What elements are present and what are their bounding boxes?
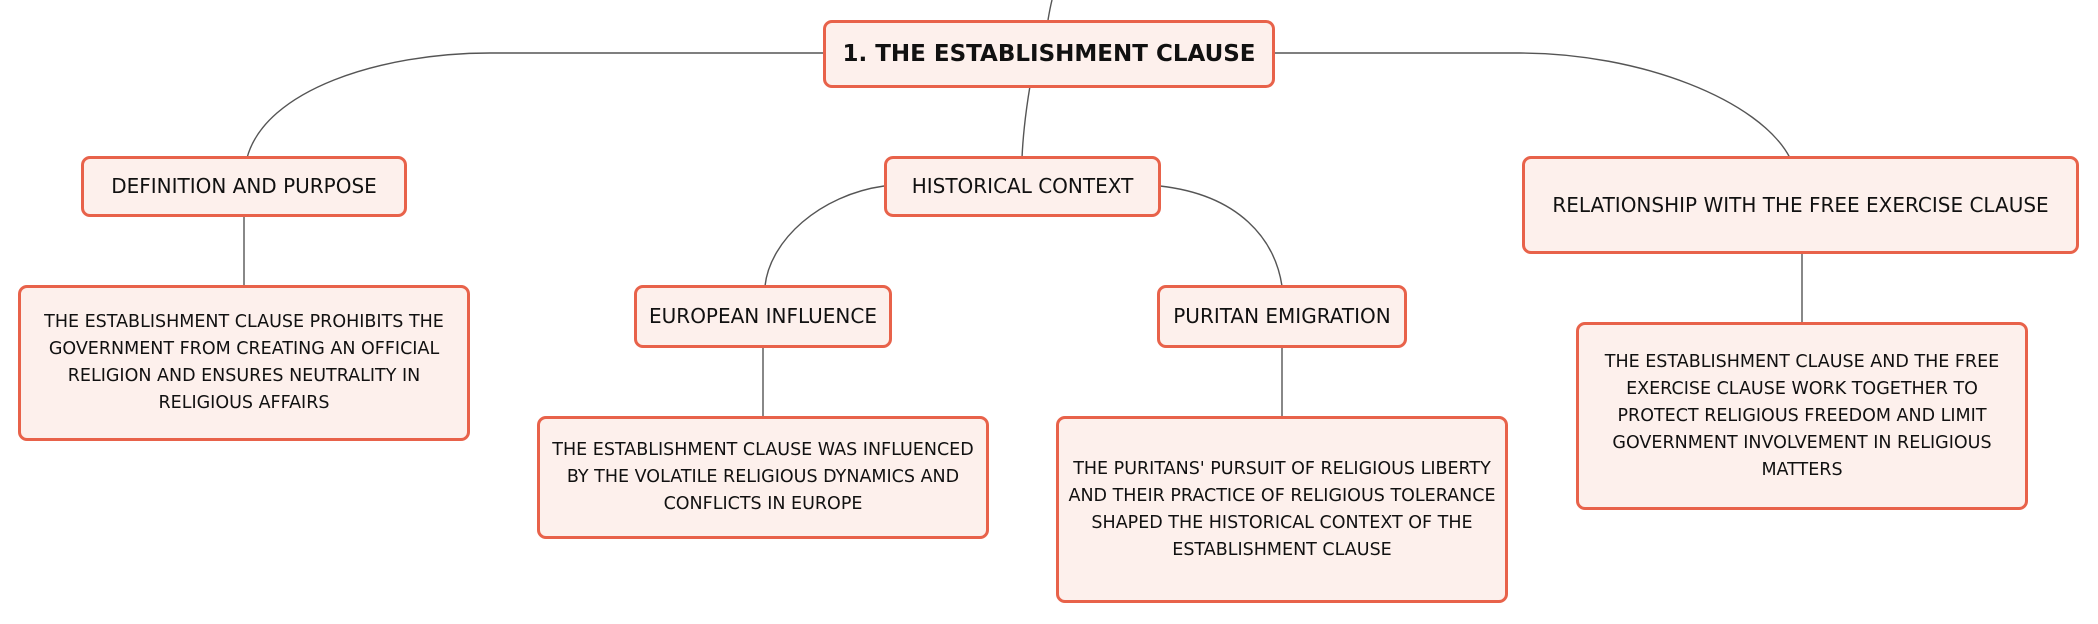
detail-european[interactable]: THE ESTABLISHMENT CLAUSE WAS INFLUENCED … [537, 416, 989, 539]
topic-historical-context[interactable]: HISTORICAL CONTEXT [884, 156, 1161, 217]
topic-relationship-label: RELATIONSHIP WITH THE FREE EXERCISE CLAU… [1552, 192, 2049, 217]
connector-root-to-historical [1021, 85, 1031, 159]
root-topic[interactable]: 1. THE ESTABLISHMENT CLAUSE [823, 20, 1275, 88]
subtopic-puritan-emigration[interactable]: PURITAN EMIGRATION [1157, 285, 1407, 348]
detail-puritan-text: THE PURITANS' PURSUIT OF RELIGIOUS LIBER… [1068, 458, 1496, 560]
connector-historical-to-puritan [1159, 185, 1283, 287]
topic-definition-label: DEFINITION AND PURPOSE [111, 174, 377, 198]
detail-relationship[interactable]: THE ESTABLISHMENT CLAUSE AND THE FREE EX… [1576, 322, 2028, 510]
detail-definition-text: THE ESTABLISHMENT CLAUSE PROHIBITS THE G… [44, 312, 444, 413]
root-topic-label: 1. THE ESTABLISHMENT CLAUSE [842, 40, 1256, 67]
subtopic-european-influence[interactable]: EUROPEAN INFLUENCE [634, 285, 892, 348]
detail-relationship-text: THE ESTABLISHMENT CLAUSE AND THE FREE EX… [1604, 351, 2000, 480]
topic-historical-label: HISTORICAL CONTEXT [911, 174, 1134, 198]
connector-root-to-relationship [1273, 52, 1791, 159]
connector-parent-to-root [1047, 0, 1053, 21]
detail-european-text: THE ESTABLISHMENT CLAUSE WAS INFLUENCED … [552, 440, 974, 514]
topic-definition-and-purpose[interactable]: DEFINITION AND PURPOSE [81, 156, 407, 217]
subtopic-european-label: EUROPEAN INFLUENCE [649, 304, 877, 328]
subtopic-puritan-label: PURITAN EMIGRATION [1173, 304, 1391, 328]
connector-root-to-definition [246, 52, 823, 159]
connector-historical-to-european [764, 185, 885, 287]
detail-definition[interactable]: THE ESTABLISHMENT CLAUSE PROHIBITS THE G… [18, 285, 470, 441]
topic-relationship-free-exercise[interactable]: RELATIONSHIP WITH THE FREE EXERCISE CLAU… [1522, 156, 2079, 254]
detail-puritan[interactable]: THE PURITANS' PURSUIT OF RELIGIOUS LIBER… [1056, 416, 1508, 603]
